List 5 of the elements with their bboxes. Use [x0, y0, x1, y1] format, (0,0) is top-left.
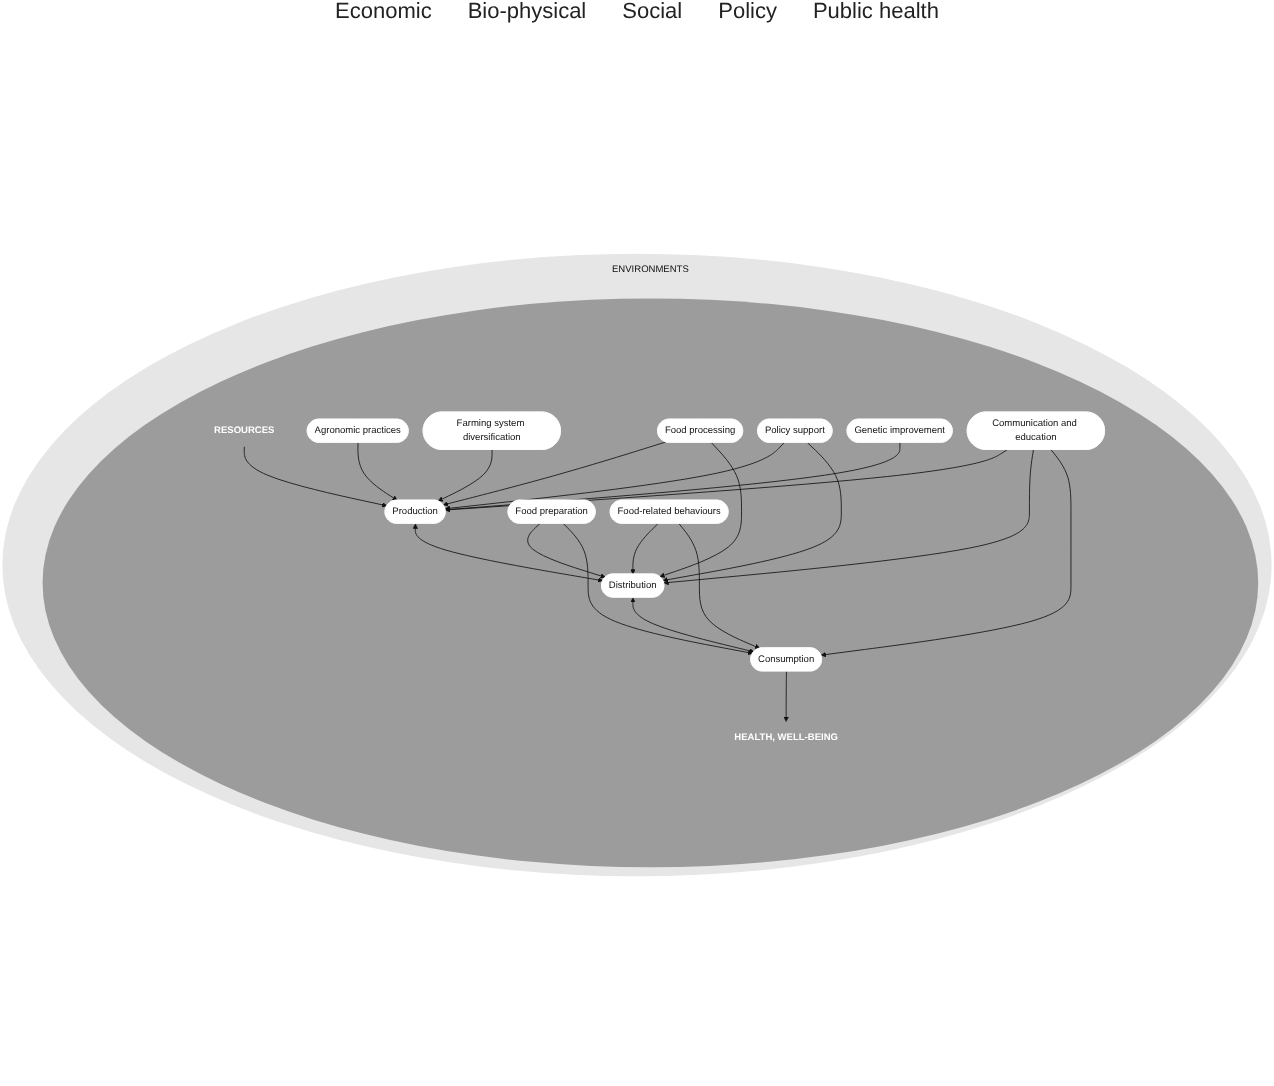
side-label: Social [622, 0, 683, 28]
side-label: Bio-physical [467, 0, 587, 28]
side-label: Policy [718, 0, 777, 28]
side-label: Public health [812, 0, 939, 28]
side-label: Economic [335, 0, 432, 28]
